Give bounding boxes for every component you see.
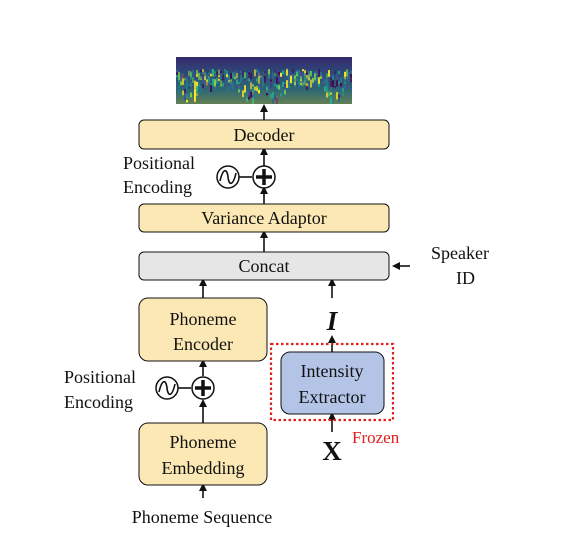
- phoneme-encoder-label-line2: Encoder: [173, 334, 233, 354]
- phoneme-embedding-label-line1: Phoneme: [170, 432, 237, 452]
- speaker-id-label-line1: Speaker: [431, 243, 489, 263]
- frozen-label: Frozen: [352, 428, 400, 447]
- intensity-symbol: I: [326, 306, 339, 336]
- positional-encoding-bottom-line2: Encoding: [64, 392, 133, 412]
- intensity-extractor-label-line2: Extractor: [299, 387, 366, 407]
- input-symbol: X: [322, 436, 342, 466]
- phoneme-embedding-label-line2: Embedding: [162, 458, 245, 478]
- variance-adaptor-block: Variance Adaptor: [138, 203, 390, 233]
- mel-spectrogram-image: [176, 57, 352, 104]
- phoneme-embedding-block: Phoneme Embedding: [138, 422, 268, 486]
- phoneme-encoder-block: Phoneme Encoder: [138, 297, 268, 362]
- speaker-id-label-line2: ID: [456, 268, 475, 288]
- positional-encoding-top: Positional Encoding: [123, 153, 276, 197]
- decoder-label: Decoder: [234, 125, 295, 145]
- positional-encoding-top-line1: Positional: [123, 153, 195, 173]
- flow-arrows: [178, 104, 410, 498]
- concat-label: Concat: [239, 256, 290, 276]
- phoneme-sequence-label: Phoneme Sequence: [132, 507, 272, 527]
- frozen-region: Intensity Extractor: [269, 342, 395, 422]
- phoneme-encoder-label-line1: Phoneme: [170, 309, 237, 329]
- frozen-dashed-border: [269, 342, 395, 422]
- intensity-extractor-block: [280, 351, 385, 415]
- decoder-block: Decoder: [138, 119, 390, 150]
- intensity-extractor-label-line1: Intensity: [301, 361, 364, 381]
- variance-adaptor-label: Variance Adaptor: [201, 208, 326, 228]
- concat-block: Concat: [138, 251, 390, 281]
- positional-encoding-top-line2: Encoding: [123, 177, 192, 197]
- positional-encoding-bottom-line1: Positional: [64, 367, 136, 387]
- positional-encoding-bottom: Positional Encoding: [64, 367, 215, 412]
